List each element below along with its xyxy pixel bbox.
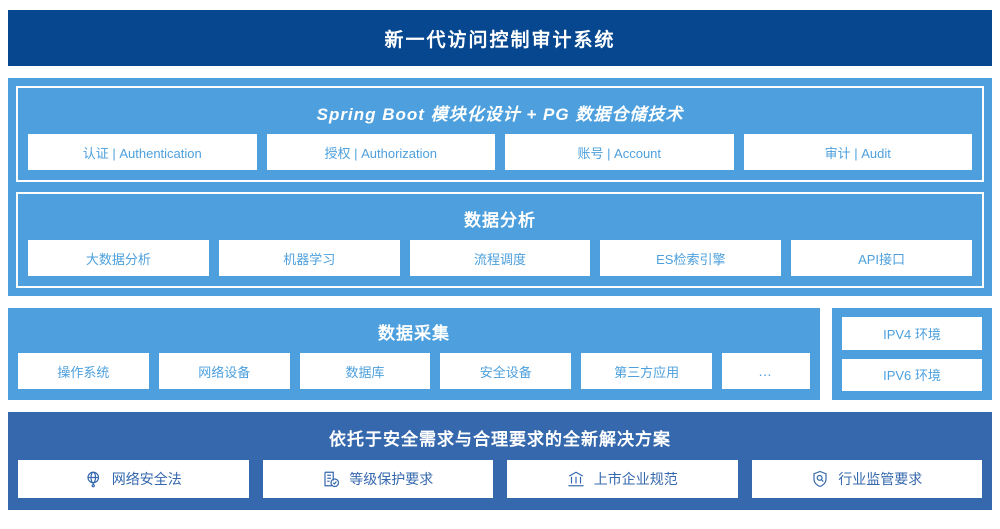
platform-chip-audit[interactable]: 审计 | Audit xyxy=(743,134,972,170)
analysis-chip-machine-learning[interactable]: 机器学习 xyxy=(218,240,400,276)
ip-environment-panel: IPV4 环境 IPV6 环境 xyxy=(832,308,992,400)
compliance-chip-graded-protection[interactable]: 等级保护要求 xyxy=(262,460,493,498)
document-check-icon xyxy=(322,470,340,488)
collection-chip-more[interactable]: … xyxy=(721,353,810,389)
collection-chip-row: 操作系统 网络设备 数据库 安全设备 第三方应用 … xyxy=(18,353,810,389)
analysis-chip-api[interactable]: API接口 xyxy=(791,240,972,276)
compliance-chip-industry-regulation[interactable]: 行业监管要求 xyxy=(751,460,982,498)
compliance-panel: 依托于安全需求与合理要求的全新解决方案 网络安全法 xyxy=(8,412,992,510)
globe-icon xyxy=(85,470,103,488)
collection-row: 数据采集 操作系统 网络设备 数据库 安全设备 第三方应用 … IPV4 环境 … xyxy=(8,308,992,400)
collection-chip-security-device[interactable]: 安全设备 xyxy=(440,353,572,389)
analysis-chip-process-scheduling[interactable]: 流程调度 xyxy=(409,240,591,276)
collection-chip-database[interactable]: 数据库 xyxy=(299,353,431,389)
platform-chip-row: 认证 | Authentication 授权 | Authorization 账… xyxy=(28,134,972,170)
compliance-label: 等级保护要求 xyxy=(349,471,434,487)
platform-chip-authentication[interactable]: 认证 | Authentication xyxy=(28,134,257,170)
analysis-group: 数据分析 大数据分析 机器学习 流程调度 ES检索引擎 API接口 xyxy=(16,192,984,288)
bank-icon xyxy=(567,470,585,488)
compliance-label: 上市企业规范 xyxy=(593,471,678,487)
compliance-label: 网络安全法 xyxy=(111,471,182,487)
collection-chip-os[interactable]: 操作系统 xyxy=(18,353,149,389)
header-bar: 新一代访问控制审计系统 xyxy=(8,10,992,66)
platform-chip-account[interactable]: 账号 | Account xyxy=(505,134,734,170)
ip-chip-ipv4[interactable]: IPV4 环境 xyxy=(842,317,982,350)
analysis-chip-es-search[interactable]: ES检索引擎 xyxy=(600,240,782,276)
collection-chip-network-device[interactable]: 网络设备 xyxy=(158,353,290,389)
ip-chip-ipv6[interactable]: IPV6 环境 xyxy=(842,358,982,391)
collection-panel: 数据采集 操作系统 网络设备 数据库 安全设备 第三方应用 … xyxy=(8,308,820,400)
compliance-chip-row: 网络安全法 等级保护要求 xyxy=(18,460,982,498)
collection-title: 数据采集 xyxy=(378,324,450,343)
shield-search-icon xyxy=(811,470,829,488)
compliance-title: 依托于安全需求与合理要求的全新解决方案 xyxy=(329,430,671,449)
platform-group: Spring Boot 模块化设计 + PG 数据仓储技术 认证 | Authe… xyxy=(16,86,984,182)
page-title: 新一代访问控制审计系统 xyxy=(384,29,616,51)
platform-chip-authorization[interactable]: 授权 | Authorization xyxy=(266,134,495,170)
upper-stack-panel: Spring Boot 模块化设计 + PG 数据仓储技术 认证 | Authe… xyxy=(8,78,992,296)
analysis-chip-bigdata[interactable]: 大数据分析 xyxy=(28,240,209,276)
analysis-chip-row: 大数据分析 机器学习 流程调度 ES检索引擎 API接口 xyxy=(28,240,972,276)
platform-group-title: Spring Boot 模块化设计 + PG 数据仓储技术 xyxy=(316,105,684,124)
compliance-chip-cybersecurity-law[interactable]: 网络安全法 xyxy=(18,460,249,498)
compliance-chip-listed-company[interactable]: 上市企业规范 xyxy=(507,460,738,498)
collection-chip-third-party-app[interactable]: 第三方应用 xyxy=(581,353,712,389)
compliance-label: 行业监管要求 xyxy=(838,471,923,487)
analysis-group-title: 数据分析 xyxy=(464,211,536,230)
